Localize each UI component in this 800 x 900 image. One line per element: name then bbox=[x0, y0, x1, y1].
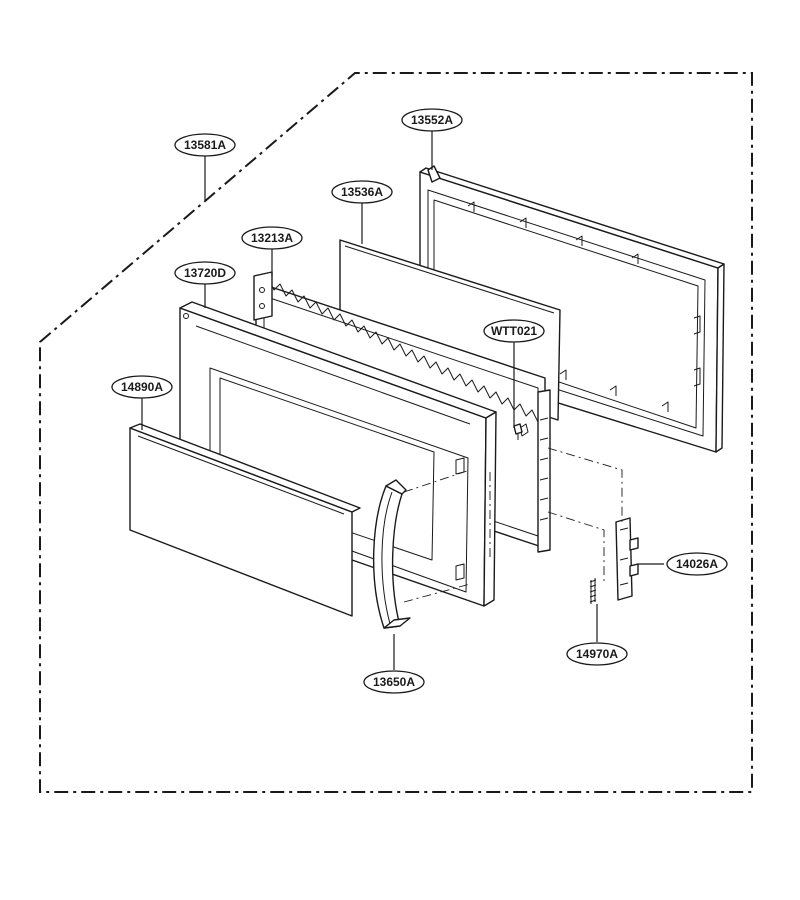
callout-door-assembly: 13581A bbox=[174, 133, 236, 157]
part-door-frame bbox=[179, 301, 497, 607]
callout-label-outer-frame: 13552A bbox=[411, 113, 453, 127]
callout-latch: 14026A bbox=[666, 552, 728, 576]
part-latch bbox=[615, 517, 639, 601]
callout-label-front-panel: 14890A bbox=[121, 380, 163, 394]
part-spring bbox=[589, 578, 597, 604]
callout-spring: 14970A bbox=[566, 642, 628, 666]
assembly-lines bbox=[403, 447, 623, 603]
part-front-panel bbox=[129, 423, 361, 617]
callout-handle: 13650A bbox=[363, 670, 425, 694]
part-screw bbox=[513, 423, 523, 440]
callout-label-glass-panel: 13536A bbox=[341, 185, 383, 199]
callout-screw: WTT021 bbox=[483, 319, 545, 343]
assembly-boundary bbox=[39, 72, 753, 793]
callout-label-door-assembly: 13581A bbox=[184, 138, 226, 152]
callout-front-panel: 14890A bbox=[111, 375, 173, 399]
callout-shield-plate: 13213A bbox=[241, 226, 303, 250]
callout-door-frame: 13720D bbox=[174, 261, 236, 285]
callout-label-door-frame: 13720D bbox=[184, 266, 226, 280]
leader-lines bbox=[141, 130, 664, 670]
callout-label-latch: 14026A bbox=[676, 557, 718, 571]
callout-label-handle: 13650A bbox=[373, 675, 415, 689]
callout-label-screw: WTT021 bbox=[491, 324, 537, 338]
callout-label-spring: 14970A bbox=[576, 647, 618, 661]
callout-label-shield-plate: 13213A bbox=[251, 231, 293, 245]
callout-glass-panel: 13536A bbox=[331, 180, 393, 204]
callout-outer-frame: 13552A bbox=[401, 108, 463, 132]
part-handle bbox=[372, 479, 411, 629]
